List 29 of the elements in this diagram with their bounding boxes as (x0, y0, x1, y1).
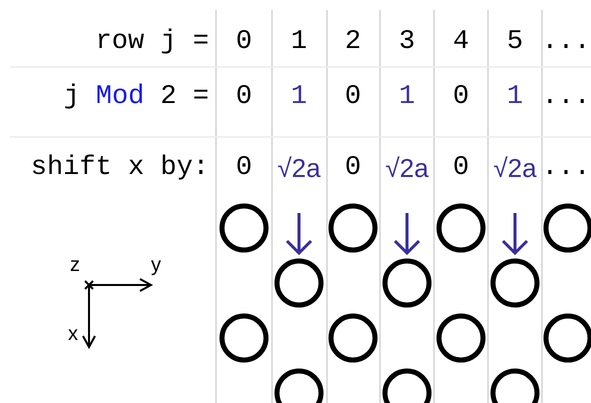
row-header: row j = (96, 26, 209, 59)
table-value: 2 (344, 26, 362, 59)
table-value: ... (540, 26, 591, 59)
axis-label: z (70, 255, 80, 275)
table-value: 3 (398, 26, 416, 59)
table-value: 0 (344, 80, 362, 114)
row-header: shift x by: (30, 152, 209, 185)
table-value: 0 (452, 80, 470, 114)
table-value: 0 (234, 26, 254, 59)
row-header: Mod (96, 80, 144, 114)
table-value: √2a (492, 152, 538, 184)
table-value: 0 (234, 152, 254, 185)
table-value: 0 (344, 152, 362, 185)
table-value: 0 (234, 80, 254, 114)
row-header: 2 = (160, 80, 209, 114)
table-value: 1 (506, 80, 524, 114)
table-value: 0 (452, 152, 470, 185)
axis-label: y (151, 255, 161, 275)
row-header: j (64, 80, 80, 114)
table-value: ... (540, 152, 591, 185)
table-value: 1 (290, 80, 308, 114)
table-value: √2a (384, 152, 430, 184)
table-value: 1 (290, 26, 308, 59)
table-value: √2a (276, 152, 322, 184)
table-value: 4 (452, 26, 470, 59)
table-value: 1 (398, 80, 416, 114)
table-value: ... (540, 80, 591, 114)
table-value: 5 (506, 26, 524, 59)
axis-label: x (68, 324, 78, 344)
